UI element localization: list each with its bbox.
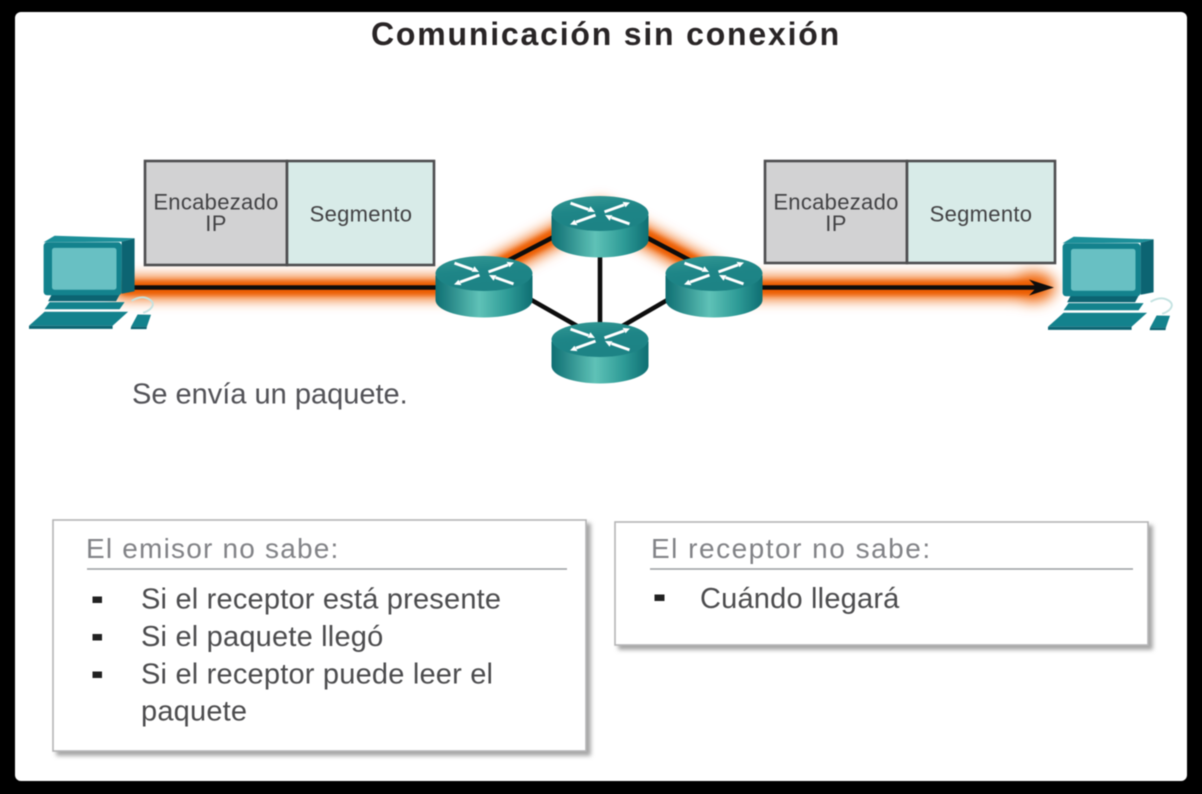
svg-text:IP: IP	[825, 211, 846, 236]
svg-text:Si el receptor puede leer el: Si el receptor puede leer el	[141, 659, 493, 691]
svg-text:IP: IP	[205, 211, 226, 236]
svg-text:Si el paquete llegó: Si el paquete llegó	[141, 621, 383, 653]
svg-text:Cuándo llegará: Cuándo llegará	[700, 583, 900, 615]
svg-text:Segmento: Segmento	[930, 202, 1033, 227]
svg-text:Segmento: Segmento	[310, 202, 413, 227]
svg-text:Si el receptor está presente: Si el receptor está presente	[141, 584, 501, 616]
svg-text:Comunicación sin conexión: Comunicación sin conexión	[371, 16, 841, 52]
svg-text:paquete: paquete	[141, 696, 247, 728]
svg-text:El receptor no sabe:: El receptor no sabe:	[651, 533, 932, 564]
svg-text:Se envía un paquete.: Se envía un paquete.	[132, 379, 408, 411]
svg-text:El emisor no sabe:: El emisor no sabe:	[86, 533, 340, 564]
svg-text:Encabezado: Encabezado	[773, 190, 898, 215]
svg-text:Encabezado: Encabezado	[153, 190, 278, 215]
